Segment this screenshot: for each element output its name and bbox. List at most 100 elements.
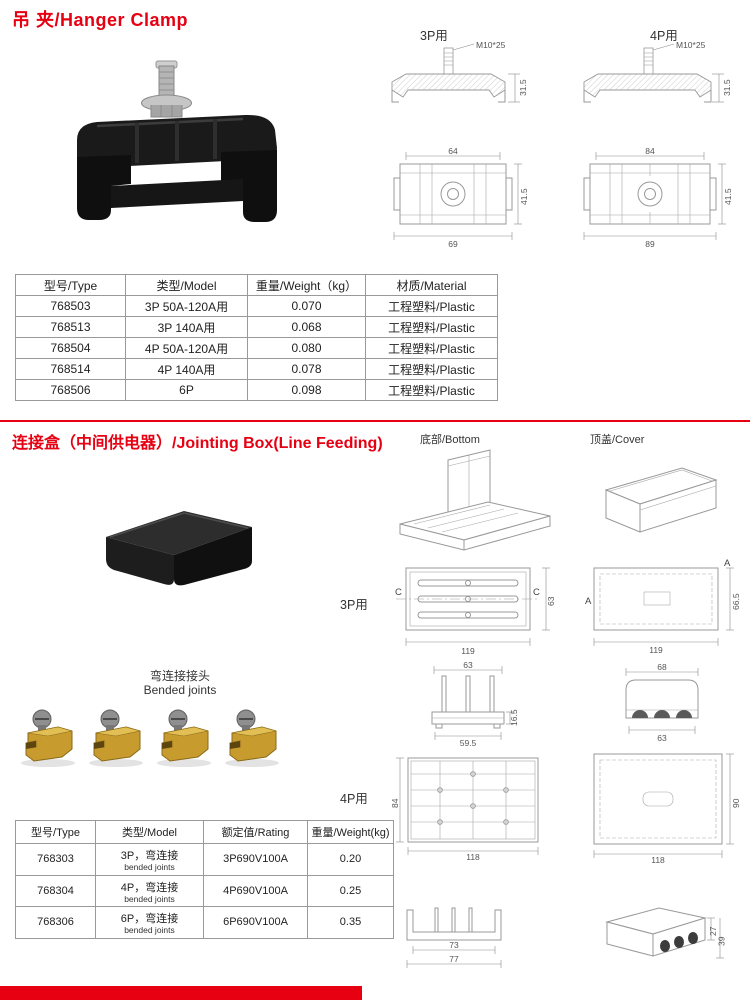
table-cell: 768513 [15,316,126,338]
jointing-box-spec-table: 型号/Type 类型/Model 额定值/Rating 重量/Weight(kg… [15,820,394,939]
section-divider [0,420,750,422]
footer-red-bar [0,986,362,1000]
table-row: 768304 4P，弯连接 bended joints 4P690V100A 0… [15,874,394,907]
table-cell: 0.20 [307,843,394,876]
model-cell: 4P，弯连接 bended joints [95,874,204,907]
height-dim: 90 [731,798,741,808]
hanger-clamp-4p-body-drawing: 84 41.5 89 [583,146,733,249]
hanger-clamp-3p-body-drawing: 64 41.5 69 [393,146,529,249]
section-mark-a-top: A [724,558,731,569]
model-sub: bended joints [124,862,175,872]
table-cell: 768514 [15,358,126,380]
pins-bottom-dim: 59.5 [460,738,477,748]
hanger-clamp-photo [77,60,277,222]
table-cell: 0.35 [307,906,394,939]
bended-joint-photo [225,709,279,767]
table-cell: 0.070 [247,295,366,317]
pins-height-dim: 16.5 [509,709,518,726]
cover-h1-dim: 27 [708,926,718,936]
model-sub: bended joints [124,893,175,904]
top-width-dim: 84 [645,146,655,156]
jointing-box-bottom-3d-drawing [399,449,551,551]
inner-width-dim: 73 [449,940,459,950]
cover-end-3d-drawing: 27 39 [605,907,726,959]
table-cell: 768503 [15,295,126,317]
table-cell: 3P 50A-120A用 [125,295,248,317]
table-cell: 4P690V100A [203,874,308,907]
bended-joints-caption-en: Bended joints [143,683,217,697]
width-dim: 119 [649,645,663,654]
width-dim: 119 [461,646,475,656]
jointing-box-photo [106,511,252,586]
jointing-box-4p-cover-drawing: 90 118 [593,753,741,864]
section-mark-c-right: C [533,587,540,598]
model-sub: bended joints [124,925,175,935]
table-cell: 6P690V100A [203,906,308,939]
model-cell: 6P，弯连接 bended joints [95,906,204,939]
body-height-dim: 41.5 [519,188,529,205]
table-cell: 工程塑料/Plastic [365,316,498,338]
table-row: 768504 4P 50A-120A用 0.080 工程塑料/Plastic [15,337,498,359]
table-cell: 工程塑料/Plastic [365,295,498,317]
bended-joint-photo [89,709,143,767]
table-cell: 768306 [15,906,96,939]
hanger-clamp-4p-profile-drawing: M10*25 31.5 [583,40,732,103]
table-header-row: 型号/Type 类型/Model 重量/Weight（kg） 材质/Materi… [15,274,498,296]
header-cell: 型号/Type [15,820,96,844]
clamp-black-body [77,114,277,222]
profile-height-dim: 31.5 [722,79,732,96]
cover-h2-dim: 39 [717,936,726,946]
jointing-box-4p-bottom-drawing: 84 118 [392,757,539,860]
base-section-drawing: 73 77 [406,907,502,968]
section2-title: 连接盒（中间供电器）/Jointing Box(Line Feeding) [12,435,383,452]
table-row: 768506 6P 0.098 工程塑料/Plastic [15,379,498,401]
body-height-dim: 41.5 [723,188,733,205]
header-cell: 类型/Model [95,820,204,844]
bended-joint-photo [157,709,211,767]
bended-joint-photo [21,709,75,767]
table-cell: 3P 140A用 [125,316,248,338]
bolt-dim-label: M10*25 [476,40,506,50]
header-cell: 额定值/Rating [203,820,308,844]
hanger-clamp-spec-table: 型号/Type 类型/Model 重量/Weight（kg） 材质/Materi… [15,274,498,401]
bended-joints-caption-cn: 弯连接接头 [149,669,210,683]
table-row: 768303 3P，弯连接 bended joints 3P690V100A 0… [15,843,394,876]
drawing-label-3p: 3P用 [420,29,448,43]
table-cell: 768506 [15,379,126,401]
table-row: 768514 4P 140A用 0.078 工程塑料/Plastic [15,358,498,380]
height-dim: 84 [392,798,400,808]
header-cell: 型号/Type [15,274,126,296]
width-dim: 118 [651,855,665,864]
height-dim: 63 [546,596,556,606]
model-main: 4P，弯连接 [120,881,179,894]
bottom-view-label: 底部/Bottom [420,434,480,446]
table-cell: 工程塑料/Plastic [365,379,498,401]
table-cell: 0.25 [307,874,394,907]
profile-height-dim: 31.5 [518,79,528,96]
drawing-label-4p: 4P用 [650,29,678,43]
table-cell: 4P 50A-120A用 [125,337,248,359]
table-row: 768513 3P 140A用 0.068 工程塑料/Plastic [15,316,498,338]
table-cell: 工程塑料/Plastic [365,337,498,359]
jointing-box-3p-cover-drawing: A A 66.5 119 [585,558,741,654]
table-cell: 0.098 [247,379,366,401]
endcap-bottom-dim: 63 [657,733,667,743]
table-cell: 768304 [15,874,96,907]
section-mark-a-left: A [585,596,592,607]
jointing-box-3p-bottom-drawing: C C 63 119 [395,567,556,656]
outer-width-dim: 77 [449,954,459,964]
bottom-width-dim: 69 [448,239,458,249]
model-main: 6P，弯连接 [120,913,179,925]
endcap-top-dim: 68 [657,662,667,672]
section1-title: 吊 夹/Hanger Clamp [12,10,189,30]
header-cell: 重量/Weight（kg） [247,274,366,296]
height-dim: 66.5 [731,593,741,610]
table-cell: 0.068 [247,316,366,338]
model-cell: 3P，弯连接 bended joints [95,843,204,876]
table-cell: 0.078 [247,358,366,380]
section-mark-c-left: C [395,587,402,598]
model-main: 3P，弯连接 [120,850,179,862]
end-cap-drawing: 68 63 [625,662,699,743]
header-cell: 重量/Weight(kg) [307,820,394,844]
